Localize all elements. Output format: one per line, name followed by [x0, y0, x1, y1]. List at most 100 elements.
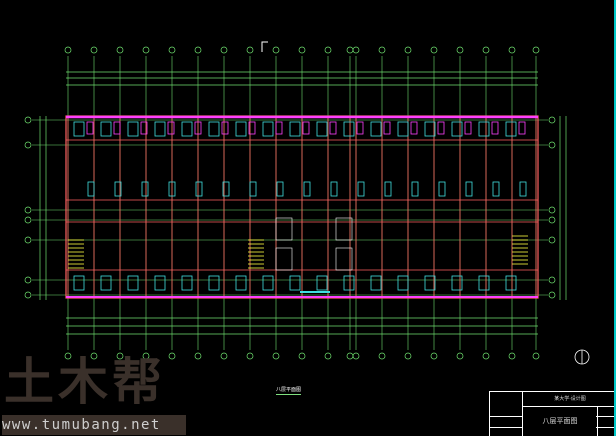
column [248, 121, 256, 135]
bathroom-fixture [262, 121, 274, 137]
bathroom-fixture [154, 121, 166, 137]
axis-bubble-top [378, 46, 386, 54]
column [437, 121, 445, 135]
column [113, 121, 121, 135]
door-swing [357, 181, 365, 197]
bathroom-fixture [397, 275, 409, 291]
column [194, 121, 202, 135]
bathroom-fixture [370, 275, 382, 291]
elevator-shaft [335, 247, 353, 271]
bathroom-fixture [154, 275, 166, 291]
axis-bubble-bottom [298, 352, 306, 360]
bathroom-fixture [370, 121, 382, 137]
axis-bubble-top [456, 46, 464, 54]
watermark: 土木帮 www.tumubang.net [2, 352, 186, 436]
axis-bubble-left [24, 206, 32, 214]
bathroom-fixture [181, 275, 193, 291]
axis-bubble-bottom [142, 352, 150, 360]
axis-bubble-right [548, 206, 556, 214]
door-swing [492, 181, 500, 197]
axis-bubble-top [352, 46, 360, 54]
door-swing [330, 181, 338, 197]
elevator-shaft [275, 247, 293, 271]
column [86, 121, 94, 135]
axis-bubble-bottom [456, 352, 464, 360]
axis-bubble-top [64, 46, 72, 54]
axis-bubble-bottom [508, 352, 516, 360]
door-swing [114, 181, 122, 197]
title-block: 某大学·设计图 八层平面图 [489, 391, 616, 436]
axis-bubble-top [324, 46, 332, 54]
column [302, 121, 310, 135]
axis-bubble-bottom [220, 352, 228, 360]
door-swing [519, 181, 527, 197]
door-swing [195, 181, 203, 197]
column [167, 121, 175, 135]
bathroom-fixture [100, 275, 112, 291]
axis-bubble-bottom [352, 352, 360, 360]
axis-bubble-top [220, 46, 228, 54]
axis-bubble-top [404, 46, 412, 54]
axis-bubble-top [482, 46, 490, 54]
elevator-shaft [275, 217, 293, 241]
bathroom-fixture [181, 121, 193, 137]
bathroom-fixture [235, 275, 247, 291]
bathroom-fixture [127, 121, 139, 137]
axis-bubble-bottom [246, 352, 254, 360]
axis-bubble-top [272, 46, 280, 54]
column [140, 121, 148, 135]
bathroom-fixture [289, 121, 301, 137]
door-swing [141, 181, 149, 197]
bathroom-fixture [289, 275, 301, 291]
bathroom-fixture [73, 121, 85, 137]
axis-bubble-top [246, 46, 254, 54]
bathroom-fixture [424, 121, 436, 137]
axis-bubble-bottom [346, 352, 354, 360]
axis-bubble-right [548, 116, 556, 124]
door-swing [303, 181, 311, 197]
axis-bubble-bottom [194, 352, 202, 360]
title-block-drawing-name: 八层平面图 [522, 406, 598, 436]
axis-bubble-right [548, 236, 556, 244]
door-swing [411, 181, 419, 197]
bathroom-fixture [262, 275, 274, 291]
bathroom-fixture [478, 121, 490, 137]
axis-bubble-left [24, 141, 32, 149]
axis-bubble-top [430, 46, 438, 54]
axis-bubble-bottom [90, 352, 98, 360]
bathroom-fixture [343, 121, 355, 137]
bathroom-fixture [208, 275, 220, 291]
bathroom-fixture [424, 275, 436, 291]
axis-bubble-bottom [116, 352, 124, 360]
axis-bubble-top [142, 46, 150, 54]
bathroom-fixture [208, 121, 220, 137]
axis-bubble-bottom [532, 352, 540, 360]
column [518, 121, 526, 135]
axis-bubble-left [24, 116, 32, 124]
door-swing [249, 181, 257, 197]
axis-bubble-bottom [404, 352, 412, 360]
axis-bubble-top [532, 46, 540, 54]
bathroom-fixture [505, 121, 517, 137]
bathroom-fixture [505, 275, 517, 291]
bathroom-fixture [316, 121, 328, 137]
door-swing [465, 181, 473, 197]
column [221, 121, 229, 135]
watermark-logo: 土木帮 [4, 353, 166, 411]
door-swing [438, 181, 446, 197]
column [356, 121, 364, 135]
bathroom-fixture [127, 275, 139, 291]
watermark-url: www.tumubang.net [2, 415, 186, 435]
column [275, 121, 283, 135]
door-swing [222, 181, 230, 197]
plan-caption: 八层平面图 [276, 387, 302, 395]
bathroom-fixture [316, 275, 328, 291]
axis-bubble-top [298, 46, 306, 54]
viewport-edge [614, 0, 616, 436]
axis-bubble-top [90, 46, 98, 54]
door-swing [384, 181, 392, 197]
axis-bubble-bottom [272, 352, 280, 360]
bathroom-fixture [235, 121, 247, 137]
